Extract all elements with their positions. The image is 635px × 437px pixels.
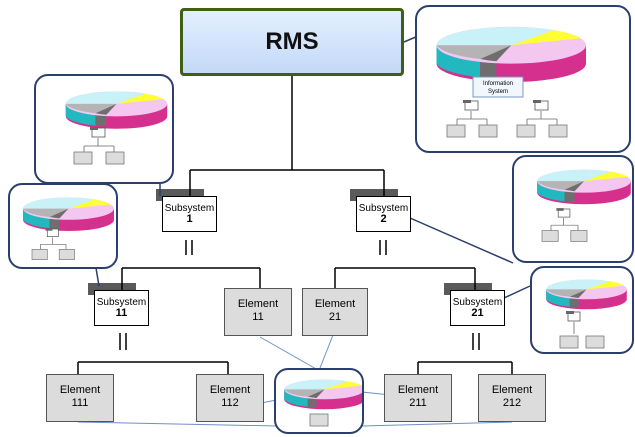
mini-tree-icon [541,208,588,242]
element-212-label: Element [491,384,533,396]
element-111-label: Element [59,384,101,396]
element-211-label: Element [397,384,439,396]
element-21-box[interactable]: Element 21 [302,288,368,336]
subsystem-1-label: Subsystem [164,203,215,214]
subsystem-11-number: 11 [115,307,128,319]
subsystem-21-box[interactable]: Subsystem 21 [444,283,505,326]
subsystem-2-label: Subsystem [358,203,409,214]
mini-tree-icon [73,127,125,165]
mini-subsystem-icon [559,311,605,349]
element-112-label: Element [209,384,251,396]
callout-subsystem-1 [34,74,174,184]
element-11-box[interactable]: Element 11 [224,288,292,336]
element-112-number: 112 [221,397,239,409]
element-211-box[interactable]: Element 211 [384,374,452,422]
element-111-box[interactable]: Element 111 [46,374,114,422]
pie-3d-icon [436,26,586,82]
callout-subsystem-21-graphic [546,279,627,349]
mini-tree-icon [31,228,75,260]
element-212-number: 212 [502,397,522,409]
info-system-label-1: Information [483,81,513,87]
element-211-number: 211 [409,397,427,409]
info-system-box [472,76,524,98]
callout-subsystem-21 [530,266,634,354]
callout-rms: Information System [415,5,631,153]
mini-tree-icon [446,100,568,138]
subsystem-1-number: 1 [186,213,193,225]
subsystem-2-number: 2 [380,213,387,225]
element-21-label: Element [314,298,356,310]
info-system-label-2: System [488,89,508,95]
subsystem-2-box[interactable]: Subsystem 2 [350,189,411,232]
subsystem-11-box[interactable]: Subsystem 11 [88,283,149,326]
pie-3d-icon [23,197,114,231]
pie-3d-icon [284,379,365,410]
pie-3d-icon [546,279,627,310]
element-11-label: Element [237,298,279,310]
callout-elements-graphic [284,379,365,427]
pie-3d-icon [65,91,168,129]
pie-3d-icon [537,169,631,205]
element-112-box[interactable]: Element 112 [196,374,264,422]
rms-root-box[interactable]: RMS [180,8,404,76]
element-21-number: 21 [328,311,342,323]
callout-subsystem-2 [512,155,634,263]
callout-subsystem-2-graphic [537,169,631,242]
subsystem-21-label: Subsystem [452,297,503,308]
callout-elements [274,368,365,434]
callout-subsystem-11-graphic [23,197,114,260]
subsystem-11-label: Subsystem [96,297,147,308]
callout-subsystem-1-graphic [65,91,168,165]
mini-element-icon [309,413,329,427]
callout-subsystem-11 [8,183,118,269]
element-11-number: 11 [252,311,264,323]
callout-rms-graphic: Information System [436,26,586,138]
subsystem-1-box[interactable]: Subsystem 1 [156,189,217,232]
element-111-number: 111 [71,397,89,409]
element-212-box[interactable]: Element 212 [478,374,546,422]
subsystem-21-number: 21 [471,307,484,319]
